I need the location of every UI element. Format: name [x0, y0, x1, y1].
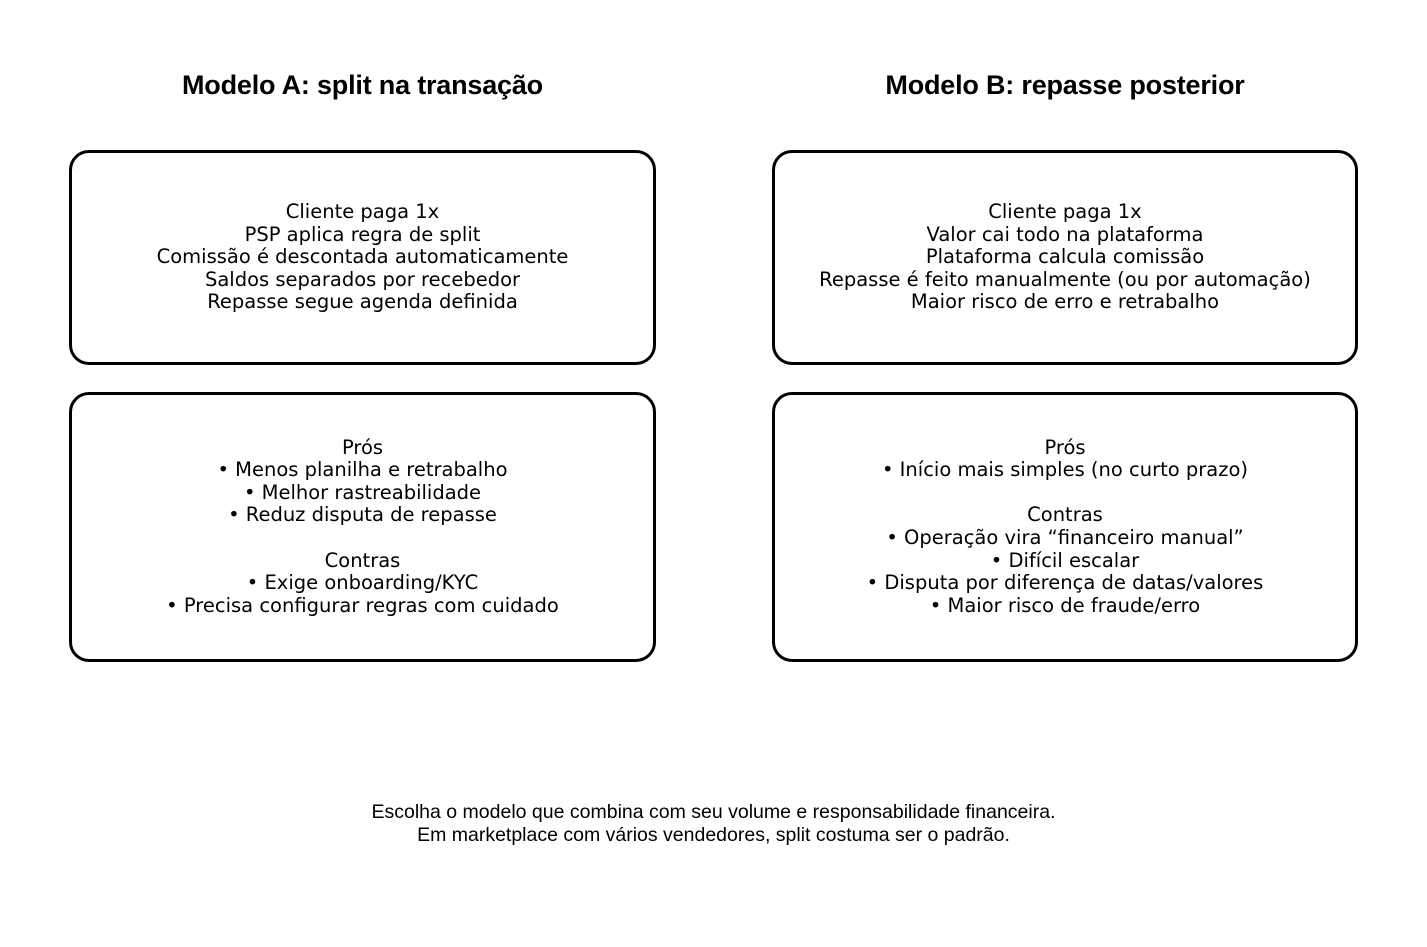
- card-text-line: • Difícil escalar: [990, 548, 1140, 572]
- card-text-line: • Início mais simples (no curto prazo): [881, 458, 1249, 482]
- footer-line: Escolha o modelo que combina com seu vol…: [371, 801, 1056, 823]
- card-text-line: Contras: [324, 548, 401, 572]
- card-text-line: Prós: [341, 435, 384, 459]
- card-text-line: Contras: [1027, 503, 1103, 527]
- card-text-line: Valor cai todo na plataforma: [926, 222, 1204, 246]
- card-text-line: Repasse é feito manualmente (ou por auto…: [819, 267, 1311, 291]
- card-text-line: Cliente paga 1x: [988, 200, 1142, 224]
- card-text-line: Cliente paga 1x: [285, 200, 440, 224]
- card-text-line: Comissão é descontada automaticamente: [156, 245, 569, 269]
- card-text-line: [82, 527, 643, 550]
- card-text-line: Repasse segue agenda definida: [207, 290, 518, 314]
- card-text-line: • Maior risco de fraude/erro: [929, 593, 1201, 617]
- card-text-line: • Reduz disputa de repasse: [228, 503, 497, 527]
- card-text-line: • Menos planilha e retrabalho: [217, 458, 508, 482]
- card-text-line: • Operação vira “financeiro manual”: [886, 526, 1244, 549]
- column-title-modelo-a: Modelo A: split na transação: [182, 70, 543, 100]
- card-text-line: Prós: [1044, 435, 1086, 459]
- footer-note: Escolha o modelo que combina com seu vol…: [0, 801, 1427, 847]
- card-text-line: • Precisa configurar regras com cuidado: [166, 593, 559, 617]
- card-text-line: Saldos separados por recebedor: [204, 267, 521, 291]
- card-modelo-a-pros-contras: Prós• Menos planilha e retrabalho• Melho…: [69, 392, 656, 662]
- card-modelo-b-pros-contras-text: Prós• Início mais simples (no curto praz…: [775, 435, 1355, 618]
- column-title-modelo-b: Modelo B: repasse posterior: [885, 70, 1245, 100]
- card-text-line: • Exige onboarding/KYC: [246, 571, 479, 595]
- card-modelo-a-pros-contras-text: Prós• Menos planilha e retrabalho• Melho…: [72, 435, 653, 618]
- card-modelo-b-pros-contras: Prós• Início mais simples (no curto praz…: [772, 392, 1358, 662]
- card-text-line: Plataforma calcula comissão: [925, 245, 1205, 269]
- card-text-line: PSP aplica regra de split: [244, 222, 481, 246]
- card-text-line: • Melhor rastreabilidade: [243, 480, 482, 504]
- card-text-line: Maior risco de erro e retrabalho: [910, 290, 1220, 314]
- card-text-line: • Disputa por diferença de datas/valores: [866, 571, 1264, 595]
- footer-line: Em marketplace com vários vendedores, sp…: [417, 824, 1010, 846]
- card-text-line: [785, 482, 1345, 505]
